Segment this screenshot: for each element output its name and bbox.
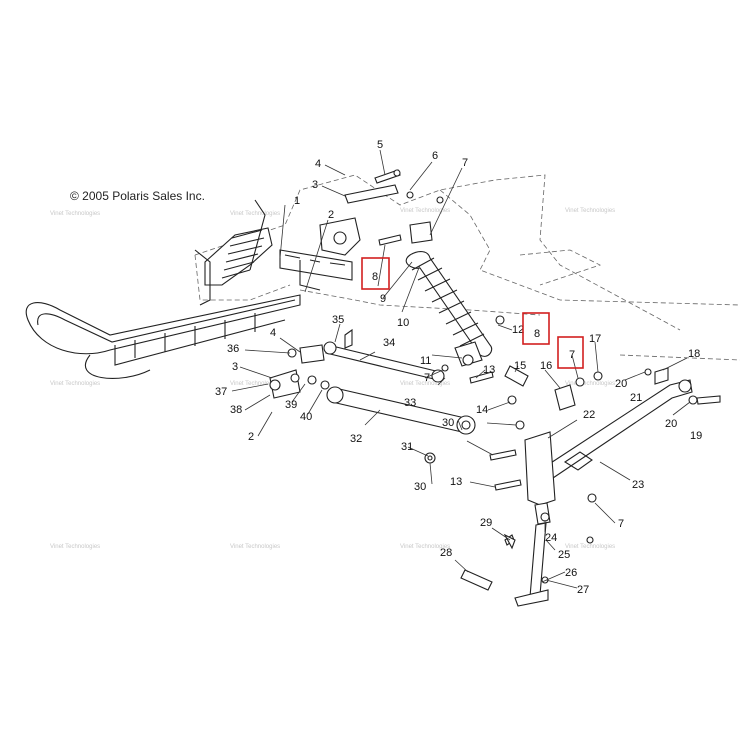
callout-30: 30 — [414, 481, 426, 493]
callout-19: 19 — [690, 430, 702, 442]
callout-7: 7 — [462, 157, 468, 169]
callout-13: 13 — [450, 476, 462, 488]
callout-36: 36 — [227, 343, 239, 355]
callout-27: 27 — [577, 584, 589, 596]
callout-4: 4 — [270, 327, 276, 339]
callout-6: 6 — [432, 150, 438, 162]
callout-28: 28 — [440, 547, 452, 559]
callout-38: 38 — [230, 404, 242, 416]
center-hardware — [424, 364, 529, 546]
callout-17: 17 — [589, 333, 601, 345]
callout-18: 18 — [688, 348, 700, 360]
callout-33: 33 — [404, 397, 416, 409]
callout-10: 10 — [397, 317, 409, 329]
callout-2: 2 — [328, 209, 334, 221]
watermark: Vinet Technologies — [50, 544, 100, 550]
callout-26: 26 — [565, 567, 577, 579]
callout-31: 31 — [401, 441, 413, 453]
watermark: Vinet Technologies — [50, 381, 100, 387]
callout-37: 37 — [215, 386, 227, 398]
top-bolts — [374, 169, 505, 325]
ghost-frame — [194, 174, 741, 361]
callout-23: 23 — [632, 479, 644, 491]
callout-24: 24 — [545, 532, 557, 544]
watermark: Vinet Technologies — [565, 208, 615, 214]
callout-9: 9 — [380, 293, 386, 305]
callout-32: 32 — [350, 433, 362, 445]
copyright-notice: © 2005 Polaris Sales Inc. — [70, 189, 205, 203]
upper-rod — [323, 341, 445, 383]
rear-shock — [194, 199, 273, 306]
callout-13: 13 — [483, 364, 495, 376]
callout-2: 2 — [248, 431, 254, 443]
callout-5: 5 — [377, 139, 383, 151]
callout-39: 39 — [285, 399, 297, 411]
watermark: Vinet Technologies — [565, 381, 615, 387]
callout-4: 4 — [315, 158, 321, 170]
callout-14: 14 — [476, 404, 488, 416]
callout-11: 11 — [420, 355, 431, 367]
callouts: 1 2 3 4 5 6 7 8 9 10 11 12 8 7 13 15 16 … — [215, 139, 702, 596]
callout-35: 35 — [332, 314, 344, 326]
callout-8: 8 — [372, 271, 378, 283]
callout-20: 20 — [615, 378, 627, 390]
callout-21: 21 — [630, 392, 642, 404]
callout-16: 16 — [540, 360, 552, 372]
callout-3: 3 — [232, 361, 238, 373]
highlight-box-7 — [557, 336, 584, 369]
highlight-box-8-right — [522, 312, 550, 345]
callout-22: 22 — [583, 409, 595, 421]
callout-34: 34 — [383, 337, 395, 349]
callout-7: 7 — [569, 349, 575, 361]
front-shock — [405, 221, 493, 367]
watermark: Vinet Technologies — [50, 211, 100, 217]
watermark: Vinet Technologies — [230, 381, 280, 387]
callout-40: 40 — [300, 411, 312, 423]
callout-12: 12 — [512, 324, 524, 336]
highlight-boxes — [361, 257, 584, 369]
callout-29: 29 — [480, 517, 492, 529]
watermark: Vinet Technologies — [400, 381, 450, 387]
highlight-box-8-left — [361, 257, 390, 290]
steering-bracket — [554, 384, 576, 411]
watermark: Vinet Technologies — [400, 544, 450, 550]
watermarks: Vinet Technologies Vinet Technologies Vi… — [50, 208, 615, 550]
callout-15: 15 — [514, 360, 526, 372]
lower-rod — [326, 386, 476, 435]
upper-bracket — [319, 184, 399, 256]
callout-1: 1 — [294, 195, 300, 207]
left-mount-hardware — [269, 328, 353, 399]
watermark: Vinet Technologies — [230, 211, 280, 217]
callout-7: 7 — [424, 372, 430, 384]
spindle — [514, 431, 597, 607]
callout-25: 25 — [558, 549, 570, 561]
ski — [25, 294, 301, 379]
callout-8: 8 — [534, 328, 540, 340]
frame-plate — [279, 249, 353, 291]
callout-3: 3 — [312, 179, 318, 191]
callout-30: 30 — [442, 417, 454, 429]
watermark: Vinet Technologies — [565, 544, 615, 550]
watermark: Vinet Technologies — [230, 544, 280, 550]
callout-7: 7 — [618, 518, 624, 530]
watermark: Vinet Technologies — [400, 208, 450, 214]
leader-lines — [231, 149, 691, 589]
callout-20: 20 — [665, 418, 677, 430]
